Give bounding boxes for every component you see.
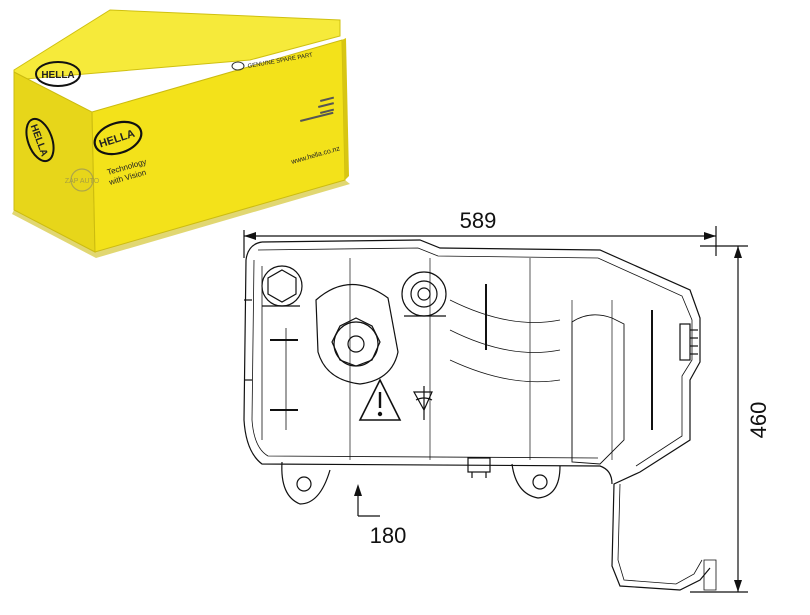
bottom-sensor: [467, 457, 491, 478]
hose-connector-right: [679, 323, 698, 361]
hella-logo-top: HELLA: [35, 61, 81, 87]
mount-lug-left: [281, 461, 331, 505]
coolant-symbol-icon: [412, 386, 433, 420]
mount-lug-right: [511, 463, 561, 499]
warning-triangle-icon: [358, 378, 402, 421]
filler-cap-icon: [315, 283, 399, 385]
tank-outline: [243, 239, 711, 591]
round-port: [401, 271, 447, 317]
hex-cap-left: [261, 265, 303, 307]
brand-top-label: HELLA: [41, 70, 74, 81]
height-dimension: [690, 245, 748, 593]
zap-auto-watermark: ZAP AUTO: [65, 168, 100, 192]
width-dimension-label: 589: [460, 208, 497, 233]
overflow-chamber: [571, 314, 625, 465]
reference-label: 180: [370, 523, 407, 548]
barcode-text-block: [300, 96, 335, 122]
height-dimension-label: 460: [746, 402, 771, 439]
watermark-label: ZAP AUTO: [65, 178, 100, 185]
product-box: HELLA HELLA HELLA Technology with Vision…: [12, 9, 350, 258]
width-dimension: [243, 226, 717, 258]
technical-drawing: [243, 226, 748, 593]
reference-arrow: [354, 484, 380, 517]
